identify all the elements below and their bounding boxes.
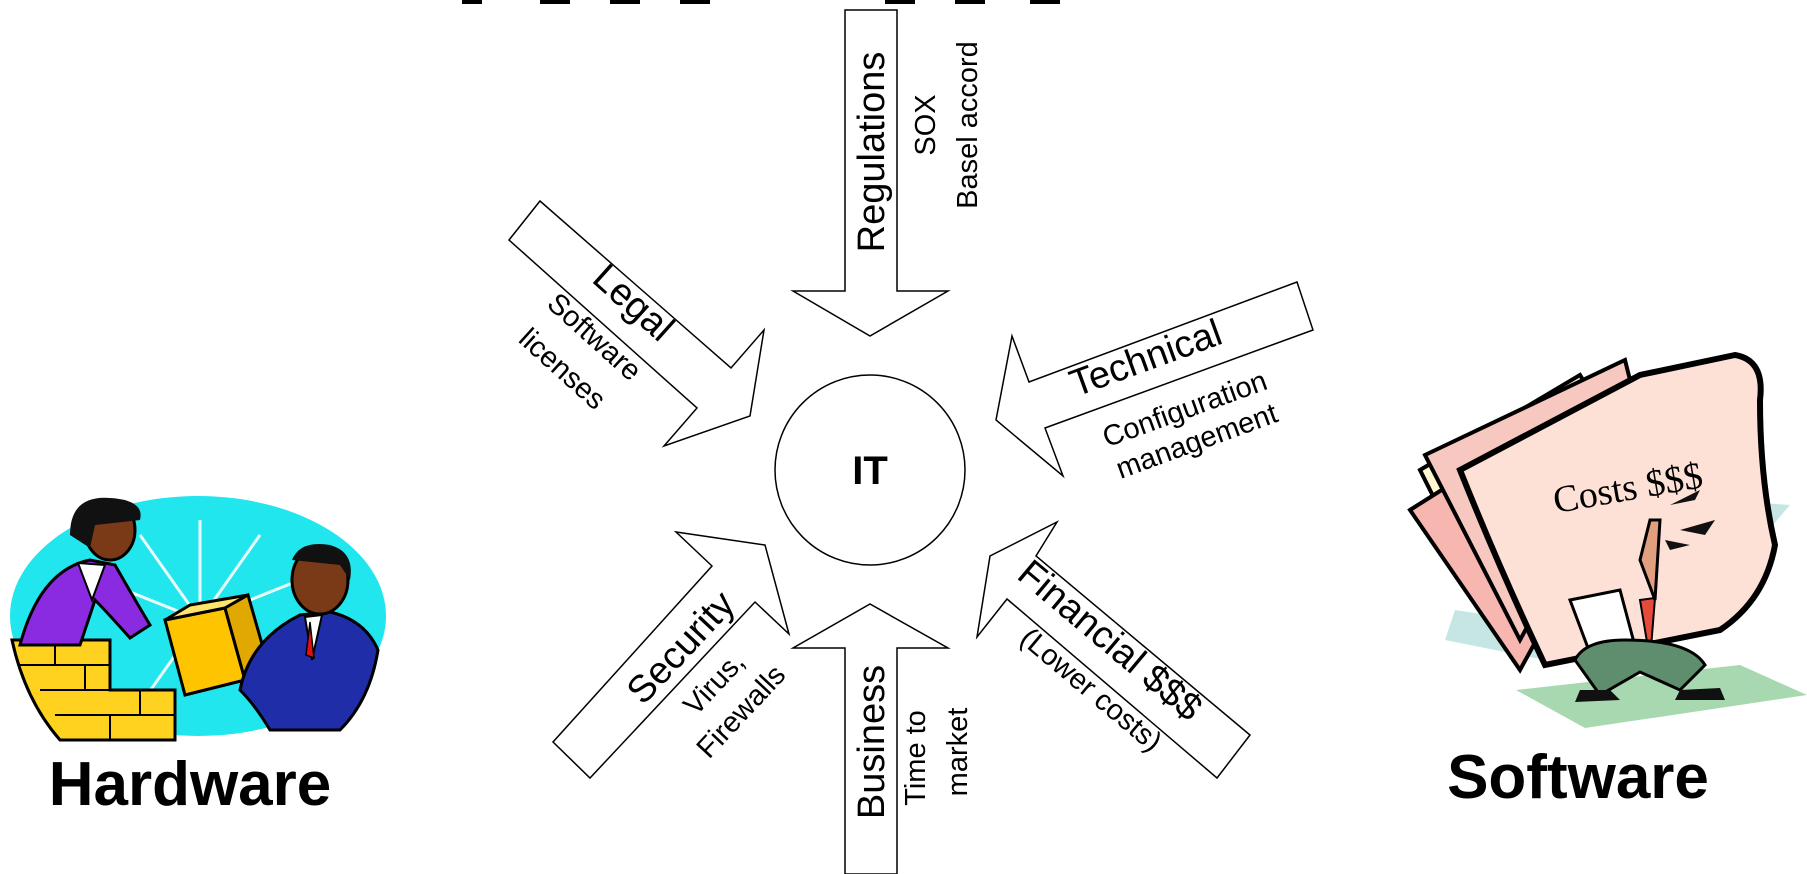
man-figure [238, 610, 380, 732]
arrow-business: Business Time to market [790, 603, 974, 874]
arrow-security: Security Virus, Firewalls [551, 530, 792, 780]
it-label: IT [852, 449, 888, 493]
arrow-title: Regulations [851, 52, 893, 253]
arrow-shape [507, 199, 766, 448]
man-arm [1638, 518, 1662, 601]
folder-front [1456, 351, 1779, 669]
hardware-illustration [10, 496, 386, 742]
arrow-technical: Technical Configuration management [995, 281, 1314, 486]
arrow-line: SOX [910, 94, 942, 155]
arrow-line: market [942, 708, 974, 797]
it-node: IT [774, 374, 966, 566]
software-illustration: Costs $$$ [1407, 351, 1807, 728]
arrow-shape [790, 603, 951, 874]
software-caption: Software [1447, 743, 1709, 812]
arrow-legal: Legal Software licenses [507, 199, 766, 448]
arrow-regulations: Regulations SOX Basel accord [790, 9, 984, 337]
arrow-title: Business [851, 665, 893, 819]
man-hair [292, 544, 351, 580]
arrow-shape [790, 9, 951, 337]
it-circle [774, 374, 966, 566]
man-pants [1573, 638, 1707, 697]
arrow-shape [975, 520, 1252, 780]
woman-hair [70, 497, 141, 548]
woman-figure [18, 558, 153, 647]
arrow-line: Basel accord [952, 41, 984, 209]
arrow-shape [995, 281, 1314, 479]
sweat-marks [1665, 490, 1715, 550]
arrow-line: Time to [900, 710, 932, 806]
arrow-financial: Financial $$$ (Lower costs) [975, 520, 1252, 780]
cut-off-heading [462, 0, 1060, 4]
arrow-shape [551, 530, 791, 780]
hardware-caption: Hardware [49, 750, 332, 819]
floor-shadow [1516, 665, 1807, 728]
